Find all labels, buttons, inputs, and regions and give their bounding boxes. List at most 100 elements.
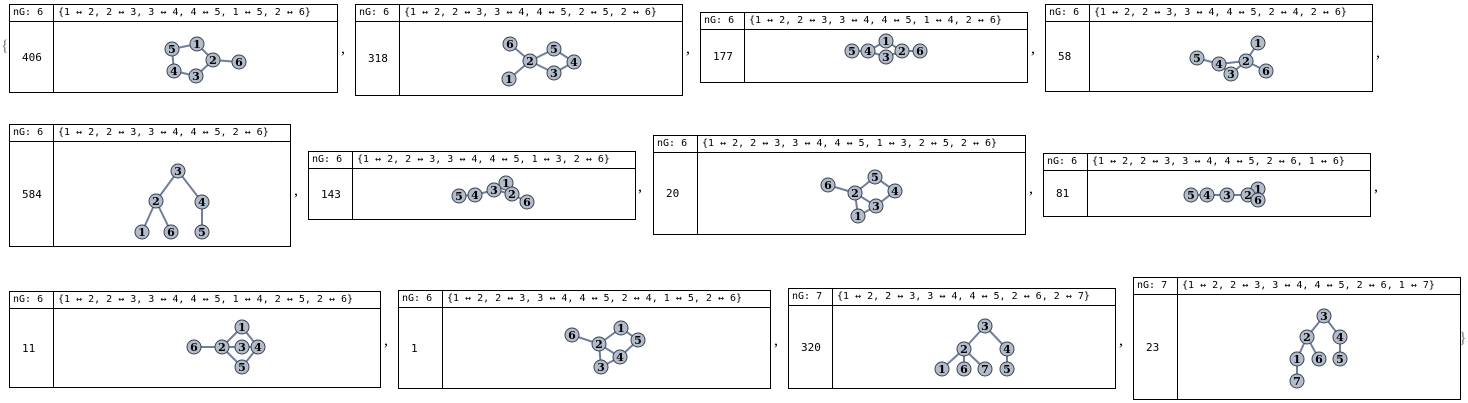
occurrence-count: 406 <box>10 22 54 92</box>
graph-node-circle <box>1299 329 1315 345</box>
graph-node: 5 <box>630 332 646 348</box>
graph-card: nG: 6{1 ↔ 2, 2 ↔ 3, 3 ↔ 4, 4 ↔ 5, 1 ↔ 3,… <box>308 151 636 220</box>
graph-node: 4 <box>166 63 182 79</box>
graph-node-circle <box>234 319 250 335</box>
card-header: nG: 6 {1 ↔ 2, 2 ↔ 3, 3 ↔ 4, 4 ↔ 5, 2 ↔ 6,… <box>1044 154 1370 171</box>
graph-node-circle <box>194 224 210 240</box>
graph-node-label: 3 <box>490 184 498 197</box>
graph-node-label: 6 <box>167 226 175 239</box>
graph-node-circle <box>163 224 179 240</box>
graph-node-circle <box>194 194 210 210</box>
graph-node: 5 <box>164 41 180 57</box>
graph-node: 6 <box>502 36 518 52</box>
graph-card: nG: 7{1 ↔ 2, 2 ↔ 3, 3 ↔ 4, 4 ↔ 5, 2 ↔ 6,… <box>1133 277 1461 400</box>
card-header: nG: 6{1 ↔ 2, 2 ↔ 3, 3 ↔ 4, 4 ↔ 5, 1 ↔ 5,… <box>10 5 337 22</box>
graph-node-circle <box>231 54 247 70</box>
graph-node-circle <box>977 318 993 334</box>
node-count-label: nG: 6 <box>1044 154 1088 170</box>
graph-node: 4 <box>566 54 582 70</box>
graph-node-label: 6 <box>1262 65 1270 78</box>
edge-list: {1 ↔ 2, 2 ↔ 3, 3 ↔ 4, 4 ↔ 5, 2 ↔ 6, 1 ↔ … <box>1092 156 1345 167</box>
graph-card: nG: 6 {1 ↔ 2, 2 ↔ 3, 3 ↔ 4, 4 ↔ 5, 2 ↔ 6,… <box>1043 153 1371 217</box>
graph-node-circle <box>1238 53 1254 69</box>
graph-node: 3 <box>170 163 186 179</box>
graph-node-label: 1 <box>505 73 513 86</box>
edge-list: {1 ↔ 2, 2 ↔ 3, 3 ↔ 4, 4 ↔ 5, 2 ↔ 4, 1 ↔ … <box>447 293 743 304</box>
graph-node-label: 5 <box>198 226 206 239</box>
graph-node: 7 <box>977 361 993 377</box>
graph-node-label: 5 <box>455 190 463 203</box>
graph-node-label: 3 <box>550 67 558 80</box>
graph-node-circle <box>134 224 150 240</box>
edge-list: {1 ↔ 2, 2 ↔ 3, 3 ↔ 4, 4 ↔ 5, 1 ↔ 5, 2 ↔ … <box>58 7 311 18</box>
occurrence-count: 23 <box>1134 295 1178 399</box>
graph-node-label: 5 <box>848 45 856 58</box>
graph-node-label: 2 <box>152 195 160 208</box>
graph-node-circle <box>1289 351 1305 367</box>
node-count-label: nG: 6 <box>10 292 54 308</box>
graph-node-circle <box>189 36 205 52</box>
list-close-brace: } <box>1459 330 1467 347</box>
graph-card: nG: 6{1 ↔ 2, 2 ↔ 3, 3 ↔ 4, 4 ↔ 5, 2 ↔ 5,… <box>355 4 683 96</box>
graph-node-circle <box>867 169 883 185</box>
edge-list: {1 ↔ 2, 2 ↔ 3, 3 ↔ 4, 4 ↔ 5, 1 ↔ 3, 2 ↔ … <box>702 138 998 149</box>
graph-node: 2 <box>214 339 230 355</box>
graph-node-circle <box>820 177 836 193</box>
graph-node: 6 <box>1250 192 1266 208</box>
graph-node-label: 1 <box>138 226 146 239</box>
graph-node-circle <box>522 53 538 69</box>
graph-node-label: 2 <box>1242 55 1250 68</box>
occurrence-count: 58 <box>1046 22 1090 91</box>
graph-node-label: 4 <box>1003 343 1011 356</box>
graph-node: 2 <box>1238 53 1254 69</box>
graph-node-label: 7 <box>981 363 989 376</box>
graph-node-label: 4 <box>616 351 624 364</box>
graph-node-label: 7 <box>1293 375 1301 388</box>
card-header: nG: 6{1 ↔ 2, 2 ↔ 3, 3 ↔ 4, 4 ↔ 5, 2 ↔ 5,… <box>356 5 682 22</box>
graph-node-label: 4 <box>471 189 479 202</box>
graph-node: 3 <box>878 49 894 65</box>
graph-node-circle <box>1189 50 1205 66</box>
edge-list: {1 ↔ 2, 2 ↔ 3, 3 ↔ 4, 4 ↔ 5, 1 ↔ 4, 2 ↔ … <box>58 294 354 305</box>
graph-node-label: 4 <box>198 196 206 209</box>
graph-node-circle <box>956 361 972 377</box>
graph-node-label: 4 <box>254 341 262 354</box>
graph-node-label: 5 <box>1003 363 1011 376</box>
graph-node-label: 5 <box>1193 52 1201 65</box>
graph-node-circle <box>1199 187 1215 203</box>
node-count-label: nG: 6 <box>356 5 400 21</box>
graph-node: 6 <box>1311 351 1327 367</box>
node-count-label: nG: 6 <box>309 152 353 168</box>
graph-node: 4 <box>860 43 876 59</box>
graph-node-label: 3 <box>872 200 880 213</box>
graph-node: 1 <box>1250 35 1266 51</box>
graph-node-circle <box>234 339 250 355</box>
graph-node: 6 <box>163 224 179 240</box>
graph-card: nG: 6{1 ↔ 2, 2 ↔ 3, 3 ↔ 4, 4 ↔ 5, 1 ↔ 3,… <box>653 135 1026 235</box>
occurrence-count: 320 <box>789 306 833 388</box>
node-count-label: nG: 6 <box>1046 5 1090 21</box>
graph-node-label: 6 <box>960 363 968 376</box>
graph-node: 5 <box>234 359 250 375</box>
graph-node-circle <box>1211 56 1227 72</box>
graph-node-label: 1 <box>1254 183 1262 196</box>
graph-node-circle <box>250 339 266 355</box>
graph-node-label: 4 <box>570 56 578 69</box>
list-separator: , <box>1029 180 1033 197</box>
graph-svg: 1 2 3 4 5 6 <box>134 163 210 240</box>
graph-node-label: 2 <box>508 188 516 201</box>
graph-node-circle <box>188 68 204 84</box>
graph-node-label: 2 <box>595 338 603 351</box>
graph-node: 2 <box>591 336 607 352</box>
graph-node-label: 1 <box>238 321 246 334</box>
